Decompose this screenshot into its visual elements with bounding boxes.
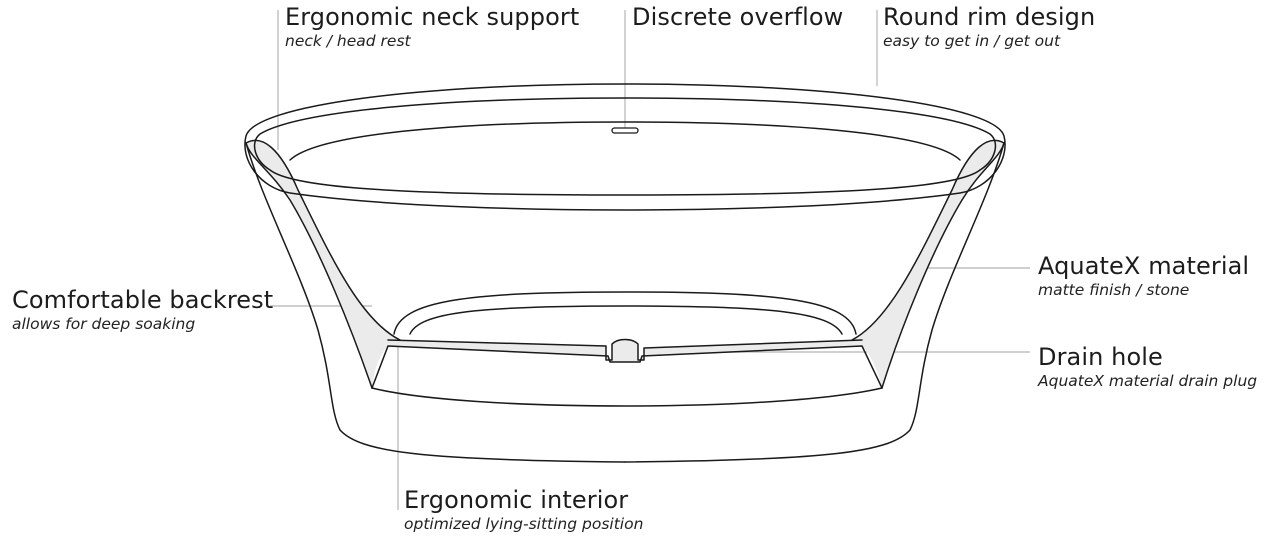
interior-title: Ergonomic interior	[404, 486, 629, 514]
neck-support-subtitle: neck / head rest	[285, 32, 411, 50]
base-curve	[371, 387, 883, 407]
floor-top	[387, 338, 863, 361]
neck-support-title: Ergonomic neck support	[285, 3, 580, 31]
overflow-slot	[611, 127, 639, 134]
material-subtitle: matte finish / stone	[1038, 281, 1190, 299]
interior-subtitle: optimized lying-sitting position	[404, 515, 644, 533]
tub-outline	[244, 83, 1006, 463]
floor-section	[388, 339, 862, 362]
callout-overflow: Discrete overflow	[632, 3, 843, 31]
rim-title: Round rim design	[883, 3, 1096, 31]
right-wall-outer	[881, 142, 1005, 389]
backrest-subtitle: allows for deep soaking	[12, 315, 196, 333]
callout-backrest: Comfortable backrest allows for deep soa…	[12, 286, 273, 334]
callout-drain: Drain hole AquateX material drain plug	[1038, 343, 1257, 391]
rim-subtitle: easy to get in / get out	[883, 32, 1061, 50]
body-left-side	[245, 142, 626, 463]
drain-subtitle: AquateX material drain plug	[1038, 372, 1258, 390]
cut-sections	[246, 140, 1004, 388]
floor-recess-inner	[409, 305, 843, 335]
body-right-side	[624, 142, 1005, 463]
overflow-title: Discrete overflow	[632, 3, 844, 31]
outer-rim	[244, 83, 1006, 211]
drain-title: Drain hole	[1038, 343, 1163, 371]
left-wall-inner	[245, 139, 401, 341]
right-wall-section	[852, 140, 1004, 388]
callout-material: AquateX material matte finish / stone	[1038, 252, 1249, 300]
floor-bottom	[371, 345, 883, 389]
right-wall-inner	[851, 139, 1005, 341]
backrest-title: Comfortable backrest	[12, 286, 274, 314]
callout-rim: Round rim design easy to get in / get ou…	[883, 3, 1095, 51]
inner-rim	[253, 97, 997, 196]
callout-interior: Ergonomic interior optimized lying-sitti…	[404, 486, 643, 534]
callout-neck-support: Ergonomic neck support neck / head rest	[285, 3, 579, 51]
interior-far-edge	[289, 121, 961, 161]
material-title: AquateX material	[1038, 252, 1250, 280]
left-wall-outer	[245, 142, 373, 389]
floor-recess	[393, 291, 857, 335]
